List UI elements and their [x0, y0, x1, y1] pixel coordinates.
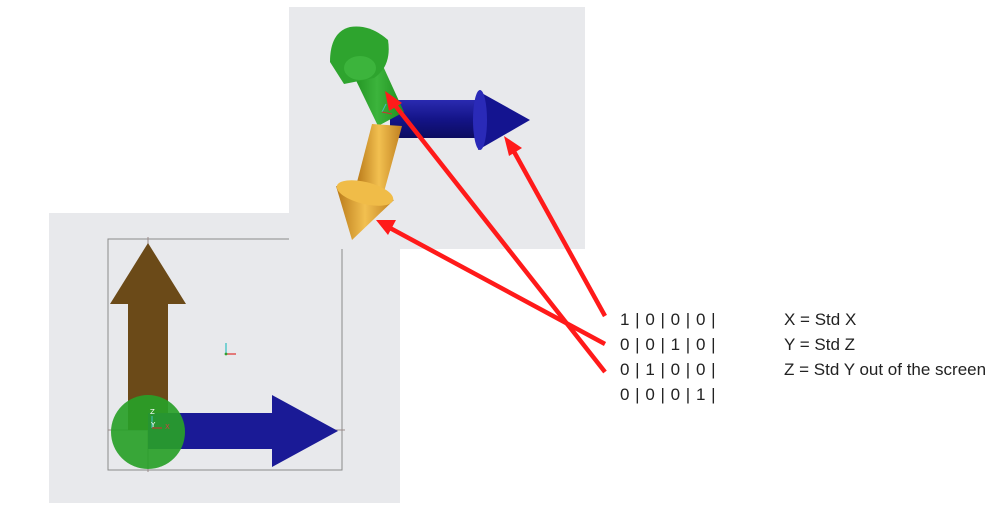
isometric-view-viewport	[289, 7, 585, 249]
triad-label-x: X	[165, 423, 170, 431]
matrix-row-1: 1 | 0 | 0 | 0 |	[620, 310, 717, 329]
front-view-viewport: Z Y X	[49, 213, 400, 503]
callout-x-arrowhead	[504, 136, 522, 156]
callout-z-arrowhead	[385, 91, 402, 111]
legend-x-mapping: X = Std X	[784, 310, 857, 329]
brown-axis-arrow	[110, 243, 186, 430]
callout-z-to-green	[392, 102, 607, 374]
matrix-row-3: 0 | 1 | 0 | 0 |	[620, 360, 717, 379]
legend-z-mapping: Z = Std Y out of the screen	[784, 360, 987, 379]
iso-gold-axis-arrow	[336, 124, 402, 240]
center-triad-icon	[224, 343, 236, 356]
callout-y-arrowhead	[376, 220, 396, 235]
iso-origin-triad	[381, 103, 393, 115]
front-origin-triad: Z Y X	[150, 408, 170, 431]
legend-y-mapping: Y = Std Z	[784, 335, 856, 354]
callout-arrows	[376, 91, 607, 374]
green-axis-circle	[111, 395, 185, 469]
triad-label-y: Y	[150, 421, 156, 429]
callout-x-to-blue	[510, 146, 607, 318]
matrix-row-2: 0 | 0 | 1 | 0 |	[620, 335, 717, 354]
front-blue-axis-arrow	[148, 395, 338, 467]
triad-label-z: Z	[150, 408, 155, 416]
matrix-row-4: 0 | 0 | 0 | 1 |	[620, 385, 717, 404]
